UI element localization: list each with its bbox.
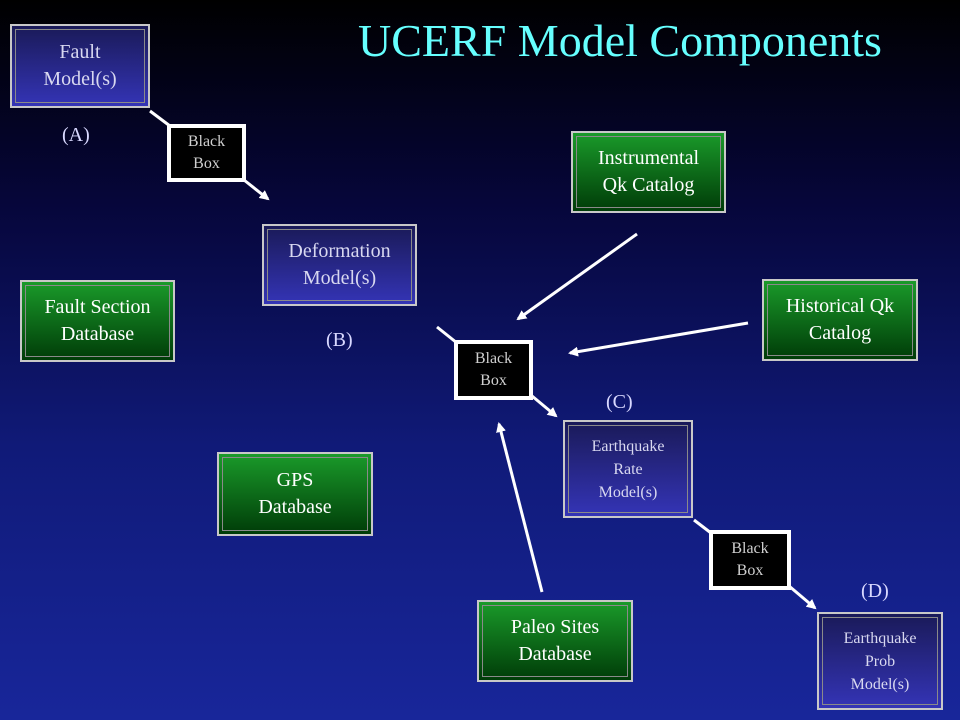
- arrow-instrumental-to-blackbox-b: [516, 232, 638, 321]
- instrumental-catalog-box: Instrumental Qk Catalog: [571, 131, 726, 213]
- arrow-blackbox-b-to-rate-model: [531, 394, 558, 418]
- fault-model-label: Fault Model(s): [43, 41, 117, 90]
- instrumental-catalog-label: Instrumental Qk Catalog: [597, 147, 700, 196]
- black-box-c: Black Box: [709, 530, 791, 590]
- arrow-historical-to-blackbox-b: [568, 321, 749, 357]
- historical-catalog-label: Historical Qk Catalog: [785, 295, 895, 344]
- deformation-model-box: Deformation Model(s): [262, 224, 417, 306]
- earthquake-rate-model-box: Earthquake Rate Model(s): [563, 420, 693, 518]
- black-box-a-label: Black Box: [187, 133, 226, 172]
- fault-section-database-box: Fault Section Database: [20, 280, 175, 362]
- arrow-rate-model-to-blackbox-c: [693, 518, 712, 535]
- stage-label-a: (A): [62, 124, 90, 146]
- gps-database-label: GPS Database: [258, 469, 332, 518]
- arrow-paleo-to-blackbox-b: [496, 422, 544, 593]
- black-box-b: Black Box: [454, 340, 533, 400]
- deformation-model-label: Deformation Model(s): [288, 240, 391, 289]
- stage-label-c: (C): [606, 391, 633, 413]
- fault-model-box: Fault Model(s): [10, 24, 150, 108]
- fault-section-database-label: Fault Section Database: [44, 296, 151, 345]
- arrow-blackbox-a-to-deformation: [243, 178, 270, 201]
- gps-database-box: GPS Database: [217, 452, 373, 536]
- earthquake-rate-model-label: Earthquake Rate Model(s): [591, 437, 665, 501]
- arrow-fault-to-blackbox-a: [149, 109, 171, 128]
- arrow-deformation-to-blackbox-b: [436, 325, 458, 345]
- stage-label-d: (D): [861, 580, 889, 602]
- arrow-blackbox-c-to-prob-model: [788, 584, 817, 610]
- black-box-b-label: Black Box: [474, 350, 513, 389]
- paleo-sites-database-label: Paleo Sites Database: [510, 616, 600, 665]
- historical-catalog-box: Historical Qk Catalog: [762, 279, 918, 361]
- stage-label-b: (B): [326, 329, 353, 351]
- black-box-a: Black Box: [167, 124, 246, 182]
- black-box-c-label: Black Box: [731, 540, 769, 579]
- slide-title: UCERF Model Components: [358, 15, 882, 66]
- earthquake-prob-model-box: Earthquake Prob Model(s): [817, 612, 943, 710]
- earthquake-prob-model-label: Earthquake Prob Model(s): [843, 629, 917, 693]
- paleo-sites-database-box: Paleo Sites Database: [477, 600, 633, 682]
